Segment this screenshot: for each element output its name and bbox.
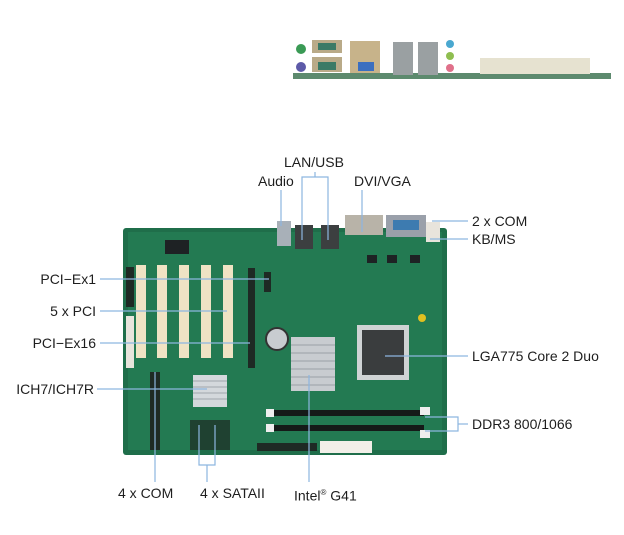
label-audio: Audio bbox=[258, 173, 294, 189]
label-2-com: 2 x COM bbox=[472, 213, 528, 229]
label-5-pci: 5 x PCI bbox=[50, 303, 96, 319]
registered-mark: ® bbox=[320, 488, 327, 497]
label-4-sata: 4 x SATAII bbox=[200, 485, 265, 501]
label-pci-ex16: PCI−Ex16 bbox=[32, 335, 96, 351]
label-kb-ms: KB/MS bbox=[472, 231, 516, 247]
label-pci-ex1: PCI−Ex1 bbox=[40, 271, 96, 287]
chipset-brand: Intel bbox=[294, 487, 321, 504]
label-4-com: 4 x COM bbox=[118, 485, 174, 501]
callout-lines bbox=[97, 172, 468, 482]
rear-io-panel bbox=[293, 40, 611, 79]
motherboard bbox=[123, 215, 447, 455]
label-lan-usb: LAN/USB bbox=[284, 154, 344, 170]
label-dvi-vga: DVI/VGA bbox=[354, 173, 411, 189]
label-ich7: ICH7/ICH7R bbox=[16, 381, 94, 397]
label-cpu-socket: LGA775 Core 2 Duo bbox=[472, 348, 599, 364]
chipset-model: G41 bbox=[330, 487, 357, 504]
audio-jack bbox=[277, 221, 291, 246]
label-ddr3: DDR3 800/1066 bbox=[472, 416, 573, 432]
label-chipset: Intel® G41 bbox=[294, 485, 357, 504]
